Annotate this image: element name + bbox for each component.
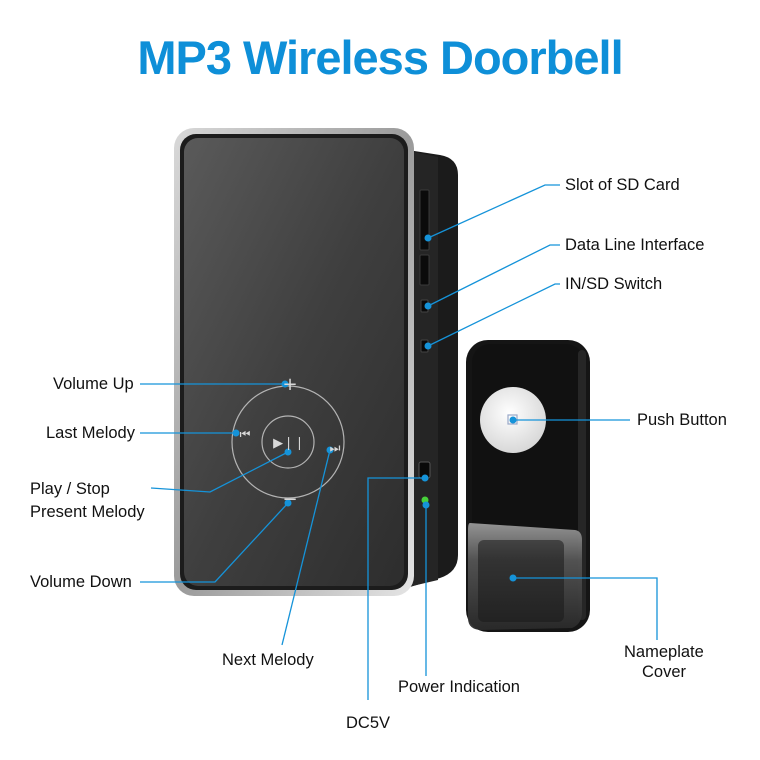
label-present-melody: Present Melody bbox=[30, 503, 145, 521]
volume-up-icon: + bbox=[282, 374, 297, 395]
label-volume-down: Volume Down bbox=[30, 573, 132, 591]
label-power-indication: Power Indication bbox=[398, 678, 520, 696]
receiver-unit bbox=[174, 128, 458, 596]
label-dc5v: DC5V bbox=[346, 714, 391, 732]
callout-dots bbox=[232, 234, 517, 582]
volume-down-icon: − bbox=[282, 489, 297, 510]
label-last-melody: Last Melody bbox=[46, 424, 135, 442]
control-wheel bbox=[231, 385, 345, 499]
label-play-stop: Play / Stop bbox=[30, 480, 110, 498]
label-data-line-interface: Data Line Interface bbox=[565, 236, 705, 254]
callout-lines bbox=[140, 184, 658, 700]
label-volume-up: Volume Up bbox=[53, 375, 134, 393]
label-nameplate: Nameplate bbox=[624, 643, 704, 661]
label-push-button: Push Button bbox=[637, 411, 727, 429]
label-in-sd-switch: IN/SD Switch bbox=[565, 275, 663, 293]
play-pause-icon: ▶❘❘ bbox=[273, 436, 305, 451]
label-cover: Cover bbox=[642, 663, 687, 681]
previous-icon: ⏮ bbox=[240, 427, 251, 441]
transmitter-unit bbox=[466, 340, 590, 632]
next-icon: ⏭ bbox=[330, 441, 341, 455]
label-next-melody: Next Melody bbox=[222, 651, 314, 669]
page-title: MP3 Wireless Doorbell bbox=[137, 31, 623, 84]
label-slot-sd-card: Slot of SD Card bbox=[565, 176, 680, 194]
